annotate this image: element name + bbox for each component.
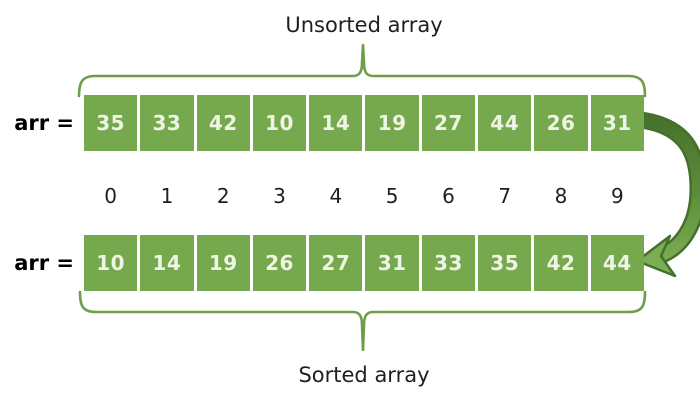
array-cell: 35 — [478, 235, 532, 291]
bottom-brace — [78, 290, 647, 352]
array-cell: 10 — [252, 95, 307, 151]
sort-arrow-head — [635, 234, 677, 278]
top-brace — [77, 43, 647, 98]
array-cell: 31 — [590, 95, 644, 151]
index-label: 4 — [329, 184, 343, 208]
index-label: 5 — [385, 184, 399, 208]
array-cell: 14 — [140, 235, 194, 291]
index-label: 6 — [442, 184, 455, 208]
sort-arrow-band — [639, 114, 700, 262]
index-label: 2 — [216, 184, 230, 208]
array-cell: 42 — [196, 95, 250, 151]
unsorted-array-variable-label: arr = — [14, 111, 74, 135]
array-cell: 44 — [478, 95, 532, 151]
array-cell: 19 — [196, 235, 250, 291]
array-cell: 10 — [84, 235, 138, 291]
index-label: 3 — [273, 184, 286, 208]
array-cell: 31 — [365, 235, 419, 291]
array-cell: 27 — [309, 235, 363, 291]
sorted-array-title: Sorted array — [298, 363, 430, 387]
index-row: 0 1 2 3 4 5 6 7 8 9 — [84, 184, 644, 208]
array-cell: 44 — [590, 235, 644, 291]
array-cell: 26 — [534, 95, 588, 151]
index-label: 1 — [160, 184, 174, 208]
array-cell: 33 — [140, 95, 194, 151]
array-cell: 19 — [365, 95, 419, 151]
array-cell: 33 — [421, 235, 476, 291]
sort-arrow-icon — [635, 111, 700, 278]
index-label: 0 — [104, 184, 118, 208]
array-cell: 27 — [421, 95, 476, 151]
array-cell: 42 — [534, 235, 588, 291]
unsorted-array-title: Unsorted array — [285, 13, 443, 37]
index-label: 9 — [610, 184, 624, 208]
array-cell: 14 — [309, 95, 363, 151]
array-cell: 26 — [252, 235, 307, 291]
index-label: 7 — [498, 184, 512, 208]
sorted-array-variable-label: arr = — [14, 251, 74, 275]
index-label: 8 — [554, 184, 568, 208]
array-cell: 35 — [84, 95, 138, 151]
